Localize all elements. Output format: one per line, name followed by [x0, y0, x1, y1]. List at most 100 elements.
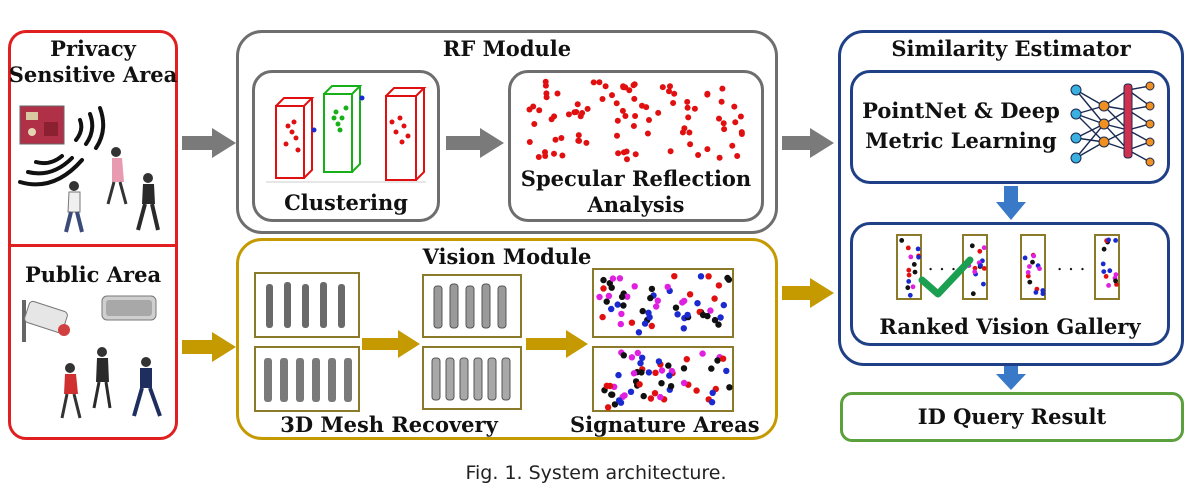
specular-point — [574, 101, 581, 108]
gallery-point — [911, 262, 917, 267]
specular-point — [551, 150, 557, 157]
signature-point — [707, 307, 714, 314]
signature-plot-top — [596, 273, 733, 336]
specular-point — [565, 111, 572, 118]
signature-point — [647, 395, 655, 402]
signature-point — [720, 301, 727, 309]
signature-point — [658, 367, 666, 374]
specular-point — [542, 82, 549, 89]
specular-point — [609, 92, 615, 99]
security-camera-icon — [22, 300, 70, 342]
signature-point — [603, 298, 610, 305]
specular-point — [684, 98, 691, 105]
specular-point — [583, 139, 590, 146]
signature-point — [609, 275, 617, 282]
walking-silhouettes — [264, 358, 352, 402]
specular-point — [667, 148, 674, 155]
specular-point — [620, 83, 627, 90]
specular-point — [632, 113, 639, 119]
similarity-estimator-box — [838, 30, 1184, 366]
signature-point — [645, 309, 652, 316]
signature-point — [686, 291, 694, 298]
specular-plot — [526, 78, 745, 163]
signature-point — [647, 294, 654, 302]
gallery-point — [1100, 261, 1106, 267]
signature-point — [616, 275, 624, 282]
mesh-thumb-bottom-right — [422, 346, 522, 410]
id-query-result-label: ID Query Result — [917, 404, 1107, 429]
cluster-box-red-2 — [385, 87, 427, 181]
specular-point — [584, 105, 591, 112]
signature-point — [645, 369, 653, 376]
gold-arrow-vision-to-similarity — [782, 278, 834, 308]
specular-point — [670, 100, 677, 106]
signature-point — [658, 380, 665, 387]
signature-point — [600, 276, 607, 284]
signature-point — [614, 301, 621, 308]
gallery-point — [906, 272, 912, 278]
gallery-point — [1027, 279, 1033, 285]
specular-point — [738, 131, 745, 137]
privacy-area-title-line1: Privacy — [50, 36, 136, 61]
privacy-area-illustration — [18, 105, 160, 233]
specular-point — [732, 119, 739, 126]
signature-point — [618, 310, 625, 318]
clustering-label: Clustering — [284, 190, 408, 215]
signature-point — [618, 293, 626, 300]
signature-point — [636, 381, 643, 388]
signature-point — [604, 404, 612, 411]
specular-point — [704, 91, 711, 98]
gallery-point — [977, 248, 983, 254]
specular-point — [630, 123, 637, 129]
gallery-point — [1030, 259, 1035, 265]
blue-arrow-gallery-to-result — [996, 366, 1026, 390]
signature-point — [620, 352, 627, 359]
specular-point — [614, 117, 621, 124]
signature-point — [680, 365, 688, 372]
gold-arrow-mesh-stage — [362, 330, 420, 358]
specular-point — [575, 137, 582, 144]
gallery-point — [1027, 264, 1032, 269]
gallery-point — [906, 267, 912, 273]
mesh-thumb-top-right — [422, 274, 522, 338]
signature-point — [639, 307, 646, 315]
signature-point — [709, 389, 716, 396]
specular-point — [684, 104, 691, 111]
signature-point — [704, 312, 711, 320]
specular-point — [620, 149, 627, 156]
gallery-point — [1022, 255, 1028, 261]
mesh-silhouettes — [431, 357, 511, 401]
gallery-point — [905, 285, 911, 291]
signature-point — [674, 311, 681, 318]
rf-module-box — [236, 30, 778, 234]
specular-point — [590, 79, 597, 86]
signature-point — [639, 354, 646, 361]
specular-point — [655, 109, 662, 116]
specular-point — [624, 156, 630, 163]
signature-point — [631, 283, 638, 290]
specular-point — [681, 125, 688, 132]
gallery-point — [981, 281, 986, 287]
gallery-point — [1113, 278, 1118, 284]
specular-point — [554, 90, 561, 97]
walking-people-icon — [64, 147, 160, 233]
gallery-point — [1025, 270, 1031, 275]
signature-point — [672, 304, 680, 311]
signature-point — [711, 316, 719, 324]
specular-point — [687, 141, 694, 148]
specular-point — [644, 130, 651, 137]
gallery-item-3 — [1020, 234, 1046, 300]
signature-point — [652, 369, 659, 376]
signature-point — [684, 311, 691, 319]
specular-point — [731, 103, 738, 110]
radar-board-icon — [19, 105, 65, 145]
signature-point — [641, 320, 649, 327]
signature-point — [724, 274, 731, 282]
walking-people-icon — [60, 347, 162, 419]
signature-point — [606, 280, 613, 287]
specular-point — [729, 142, 736, 149]
gallery-point — [981, 266, 987, 271]
gallery-point — [908, 254, 914, 260]
pointnet-box — [850, 70, 1170, 184]
signature-point — [615, 397, 623, 404]
